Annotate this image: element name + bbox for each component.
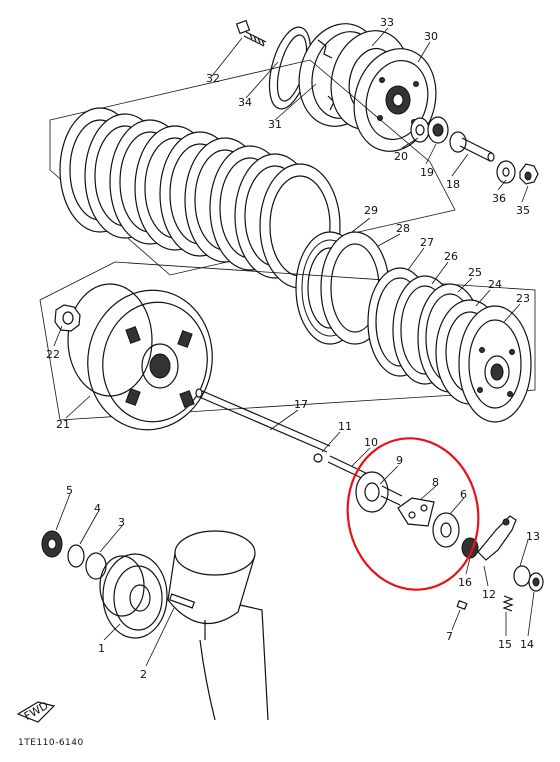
callout-4: 4 — [94, 502, 101, 515]
callout-5: 5 — [66, 484, 73, 497]
part-washer-2 — [496, 160, 516, 184]
callout-16: 16 — [458, 576, 472, 589]
part-washer-6 — [432, 512, 460, 548]
callout-36: 36 — [492, 192, 506, 205]
callout-28: 28 — [396, 222, 410, 235]
highlight-circle — [346, 437, 480, 591]
callout-22: 22 — [46, 348, 60, 361]
part-key — [168, 593, 196, 609]
callout-32: 32 — [206, 72, 220, 85]
part-washer-13 — [513, 565, 531, 587]
callout-9: 9 — [396, 454, 403, 467]
callout-3: 3 — [118, 516, 125, 529]
plate-pack-outline-upper — [49, 59, 456, 276]
callout-34: 34 — [238, 96, 252, 109]
part-collar-3 — [85, 552, 107, 580]
part-ball — [313, 453, 323, 463]
callout-17: 17 — [294, 398, 308, 411]
callout-12: 12 — [482, 588, 496, 601]
part-primary-driven-gear — [67, 283, 213, 431]
crankshaft-outline — [167, 530, 269, 721]
callout-33: 33 — [380, 16, 394, 29]
callout-19: 19 — [420, 166, 434, 179]
part-washer — [410, 117, 430, 143]
callout-25: 25 — [468, 266, 482, 279]
release-mechanism-group — [355, 471, 517, 561]
callout-7: 7 — [446, 630, 453, 643]
part-bolt — [235, 19, 267, 47]
callout-10: 10 — [364, 436, 378, 449]
callout-18: 18 — [446, 178, 460, 191]
leader-lines — [53, 27, 535, 667]
diagram-code: 1TE110-6140 — [18, 738, 84, 748]
callout-20: 20 — [394, 150, 408, 163]
clutch-cover-group — [235, 19, 539, 185]
part-sprocket-plate — [54, 304, 81, 332]
part-pin — [456, 600, 468, 610]
callout-29: 29 — [364, 204, 378, 217]
callout-21: 21 — [56, 418, 70, 431]
part-spring — [502, 595, 514, 612]
part-push-plate — [355, 471, 389, 513]
clutch-plate-stack — [59, 107, 390, 345]
callout-30: 30 — [424, 30, 438, 43]
callout-24: 24 — [488, 278, 502, 291]
part-release-lever — [477, 515, 517, 561]
part-lever-plate — [397, 497, 435, 527]
callout-35: 35 — [516, 204, 530, 217]
callout-27: 27 — [420, 236, 434, 249]
callout-13: 13 — [526, 530, 540, 543]
part-push-rod — [449, 131, 495, 162]
callout-2: 2 — [140, 668, 147, 681]
callout-8: 8 — [432, 476, 439, 489]
callout-11: 11 — [338, 420, 352, 433]
part-push-lever-shaft — [195, 388, 331, 453]
callout-15: 15 — [498, 638, 512, 651]
callout-23: 23 — [516, 292, 530, 305]
callout-labels: 32 34 31 33 30 20 19 18 36 35 29 28 27 2… — [46, 16, 540, 681]
part-primary-drive-gear — [99, 553, 168, 639]
callout-1: 1 — [98, 642, 105, 655]
fwd-arrow-icon: FWD — [16, 699, 56, 723]
callout-6: 6 — [460, 488, 467, 501]
part-washer-4 — [67, 544, 85, 568]
callout-31: 31 — [268, 118, 282, 131]
callout-14: 14 — [520, 638, 534, 651]
callout-26: 26 — [444, 250, 458, 263]
plate-pack-outline-lower — [39, 261, 536, 421]
